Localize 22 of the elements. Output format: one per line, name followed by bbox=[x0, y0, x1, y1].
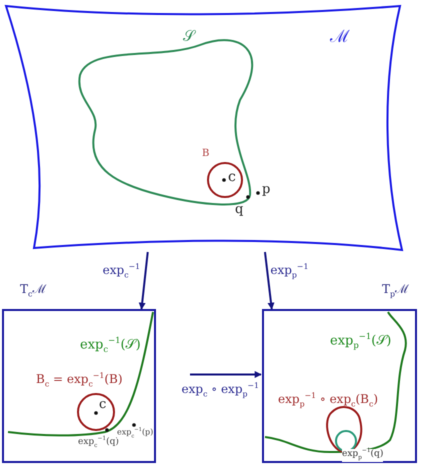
point-label: q bbox=[235, 203, 244, 218]
set-label: exp$_{p}$$^{−1}$ ∘ exp$_{c}$(B$_{c}$) bbox=[278, 392, 378, 409]
arrow bbox=[264, 252, 274, 310]
tangent-space-panel bbox=[2, 283, 156, 463]
manifold-label: ℳ bbox=[330, 28, 350, 47]
point-label: c bbox=[99, 398, 106, 412]
manifold-surface bbox=[4, 4, 404, 252]
point-label: p bbox=[262, 183, 270, 198]
set-label: 𝒮 bbox=[183, 28, 195, 44]
set-label: B$_{c}$ = exp$_{c}$$^{−1}$(B) bbox=[36, 372, 122, 389]
tangent-space-label: T$_{p}$ℳ bbox=[382, 283, 410, 299]
tangent-space-label: T$_{c}$ℳ bbox=[20, 283, 46, 299]
point-label: exp$_{p}$$^{−1}$(q) bbox=[342, 449, 384, 462]
set-label: B bbox=[202, 148, 210, 159]
set-label: exp$_{p}$$^{−1}$(𝒮) bbox=[330, 332, 392, 350]
arrow bbox=[190, 371, 262, 378]
arrow bbox=[138, 252, 149, 310]
point-label: exp$_{c}$$^{−1}$(p) bbox=[117, 428, 154, 440]
point-label: c bbox=[228, 170, 236, 186]
point-label: exp$_{c}$$^{−1}$(q) bbox=[78, 436, 119, 450]
tangent-space-panel bbox=[262, 283, 417, 463]
set-label: exp$_{c}$$^{−1}$(𝒮) bbox=[80, 336, 141, 354]
